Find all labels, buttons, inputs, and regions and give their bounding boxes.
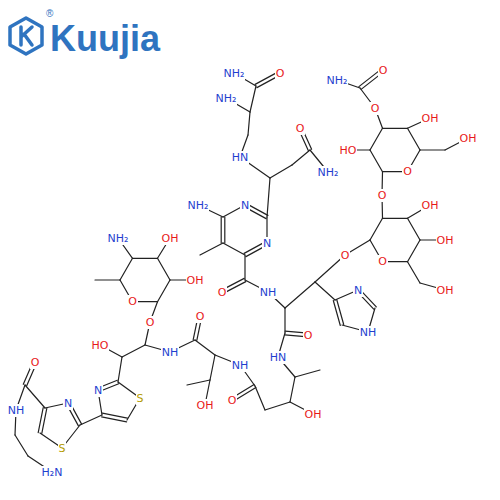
atom-label: O — [217, 286, 228, 299]
atom-label: N — [240, 199, 250, 212]
bond-line — [370, 128, 383, 150]
atom-label: NH — [231, 359, 250, 372]
atom-label: O — [377, 189, 388, 202]
atom-label: S — [136, 392, 145, 405]
bond-line — [408, 262, 421, 283]
bond-line — [244, 255, 245, 280]
atom-label: O — [127, 295, 138, 308]
bond-line — [210, 355, 215, 380]
atom-label: NH — [161, 346, 180, 359]
atom-label: H₂N — [41, 466, 64, 479]
bond-line — [420, 149, 445, 150]
atom-label: OH — [436, 284, 455, 297]
atom-label: N — [93, 384, 103, 397]
bond-line — [42, 408, 47, 433]
bond-line — [122, 345, 145, 357]
atom-label: HN — [231, 151, 250, 164]
atom-label: OH — [436, 234, 455, 247]
bond-line — [408, 240, 421, 262]
bond-line — [195, 340, 215, 355]
bond-line — [285, 282, 315, 308]
bond-line — [284, 308, 285, 333]
bond-line — [255, 386, 265, 410]
atom-label: NH₂ — [187, 199, 210, 212]
bond-line — [295, 370, 320, 377]
atom-label: NH₂ — [317, 166, 340, 179]
atom-label: NH — [7, 404, 26, 417]
atom-label: O — [378, 64, 389, 77]
bond-line — [221, 217, 222, 243]
atom-label: HN — [269, 351, 288, 364]
atom-label: N — [63, 397, 73, 410]
bond-line — [187, 380, 210, 385]
bond-line — [120, 258, 133, 280]
bond-line — [370, 218, 383, 240]
logo-k-mark — [21, 27, 32, 45]
atom-label: NH₂ — [107, 232, 130, 245]
bond-line — [15, 435, 28, 456]
atom-label: S — [58, 442, 67, 455]
atom-label: O — [303, 329, 314, 342]
bond-line — [102, 413, 127, 418]
bond-line — [250, 86, 256, 112]
bond-line — [408, 218, 421, 240]
atom-label: OH — [304, 408, 323, 421]
bond-line — [267, 178, 270, 217]
bond-line — [158, 258, 171, 280]
bond-line — [223, 243, 245, 255]
logo-hexagon — [10, 18, 42, 54]
atom-label: NH₂ — [215, 92, 238, 105]
bond-line — [133, 258, 158, 259]
bond-line — [408, 128, 421, 150]
bond-line — [370, 150, 383, 172]
bond-line — [290, 377, 295, 402]
atom-label: N — [262, 237, 272, 250]
atom-label: OH — [186, 274, 205, 287]
atom-label: OH — [196, 399, 215, 412]
atom-label: O — [145, 316, 156, 329]
bond-line — [224, 217, 225, 243]
bond-line — [95, 279, 120, 280]
bond-line — [383, 218, 408, 219]
atom-label: OH — [459, 132, 478, 145]
bond-line — [158, 280, 171, 302]
atom-label: O — [295, 122, 306, 135]
atom-label: N — [353, 284, 363, 297]
atom-label: O — [275, 67, 286, 80]
atom-label: O — [195, 310, 206, 323]
registered-mark: ® — [46, 9, 53, 19]
bond-line — [80, 415, 102, 425]
bond-line — [292, 150, 310, 165]
bond-line — [383, 128, 408, 129]
atom-label: NH — [359, 326, 378, 339]
atom-label: O — [340, 249, 351, 262]
bond-line — [333, 301, 340, 326]
atom-label: NH — [259, 286, 278, 299]
atom-label: O — [370, 102, 381, 115]
atom-label: O — [377, 255, 388, 268]
atom-label: O — [30, 356, 41, 369]
bond-line — [200, 243, 223, 255]
atom-label: O — [402, 165, 413, 178]
bond-line — [270, 165, 292, 178]
atom-label: OH — [161, 232, 180, 245]
brand-logo-text: Kuujia — [50, 21, 160, 57]
atom-label: NH₂ — [326, 74, 349, 87]
bond-line — [265, 402, 290, 410]
bond-line — [118, 357, 122, 382]
bond-line — [25, 385, 45, 408]
bond-line — [337, 300, 344, 325]
atom-label: OH — [421, 112, 440, 125]
bond-line — [248, 112, 250, 135]
atom-label: NH₂ — [223, 67, 246, 80]
atom-label: O — [227, 394, 238, 407]
atom-label: HO — [91, 339, 110, 352]
atom-label: OH — [421, 199, 440, 212]
bond-line — [315, 282, 335, 300]
atom-label: HO — [339, 144, 358, 157]
